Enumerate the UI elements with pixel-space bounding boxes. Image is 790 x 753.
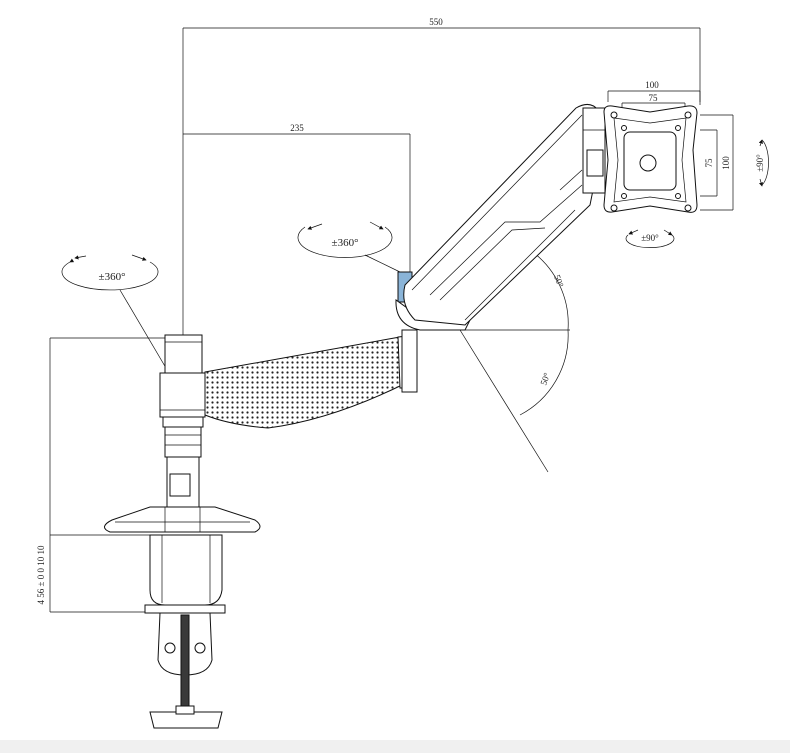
desk-clamp-body <box>144 534 226 614</box>
vesa-plate <box>603 105 698 213</box>
tilt-angle-lines <box>459 249 570 473</box>
footer-bar <box>0 740 790 753</box>
arm-swivel-indicator <box>297 221 393 258</box>
second-arm <box>403 104 606 326</box>
dimension-550-label: 550 <box>429 17 443 27</box>
base-swivel-label: ±360° <box>99 271 126 283</box>
first-arm <box>204 329 418 429</box>
dimension-235-label: 235 <box>290 123 304 133</box>
clamp-screw <box>149 614 223 729</box>
tilt-up-label: 50° <box>552 273 566 289</box>
pole-collar <box>159 372 206 418</box>
desk-base-plate <box>104 506 261 533</box>
vesa-75-top-label: 75 <box>649 93 659 103</box>
clamp-range-label: 4 56 ± 0 0 10 10 <box>36 545 46 604</box>
pole-shaft <box>162 416 204 508</box>
vesa-75-side-label: 75 <box>704 158 714 168</box>
pole-top-cap <box>164 334 203 374</box>
head-rotate-label: ±90° <box>641 233 659 243</box>
tilt-down-label: 50° <box>538 371 552 387</box>
vesa-dimension-lines <box>607 90 734 211</box>
head-tilt-indicator <box>758 139 769 187</box>
head-tilt-label: ±90° <box>755 154 765 172</box>
arm-swivel-label: ±360° <box>332 237 359 249</box>
tilt-hinge <box>582 107 606 194</box>
dimension-height-line <box>49 337 170 613</box>
vesa-100-top-label: 100 <box>645 80 659 90</box>
vesa-100-side-label: 100 <box>721 156 731 170</box>
dimension-235-line <box>183 133 411 272</box>
head-rotate-indicator <box>625 229 675 248</box>
base-swivel-indicator <box>61 254 159 291</box>
